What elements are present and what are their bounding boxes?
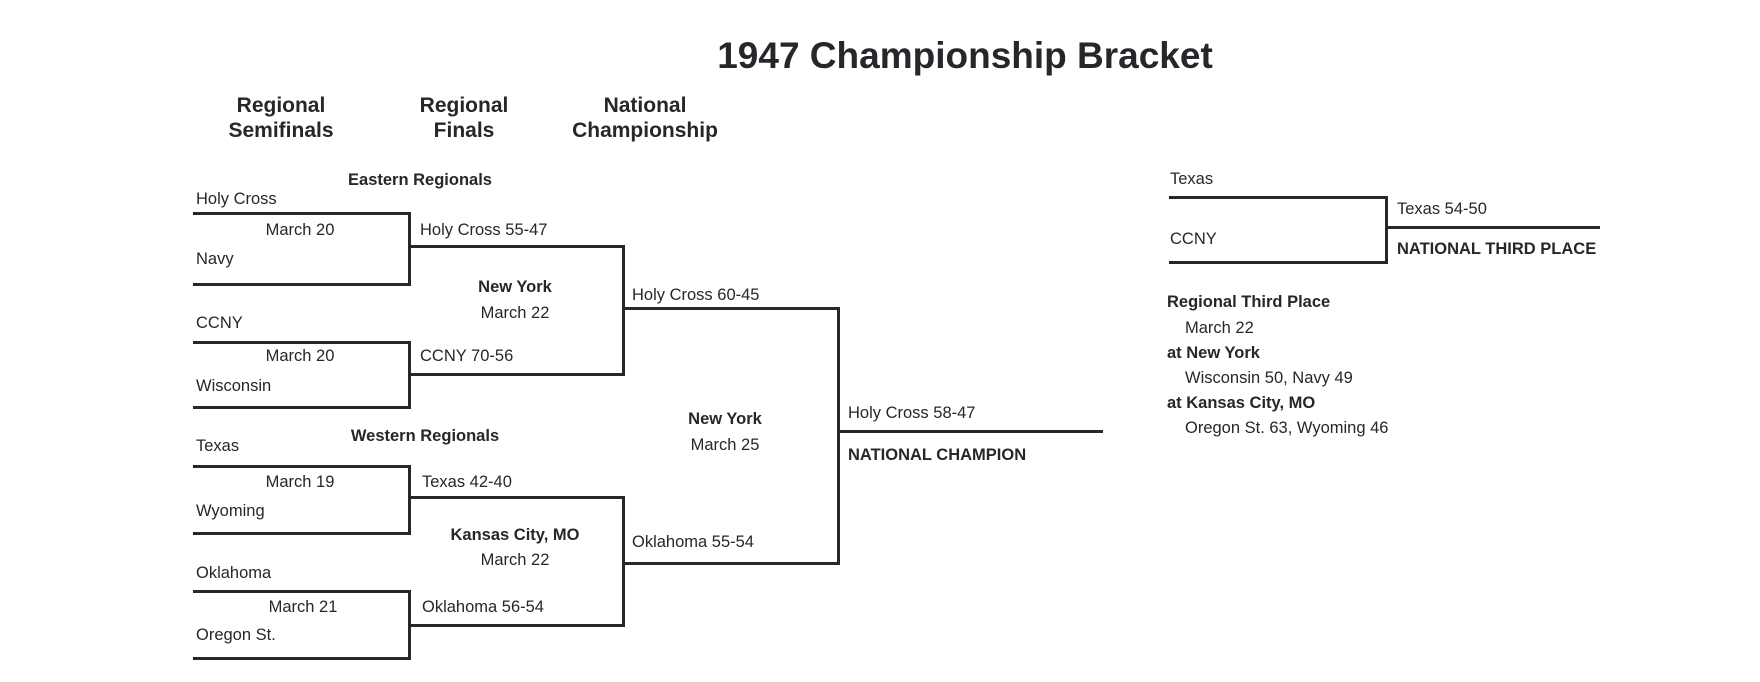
- column-header-regional-semifinals: Regional Semifinals: [228, 93, 333, 143]
- column-header-line: Regional: [236, 94, 326, 117]
- regional-third-place-result-east: Wisconsin 50, Navy 49: [1185, 369, 1353, 387]
- winner-score-west-final: Oklahoma 55-54: [632, 533, 754, 551]
- team-wyoming: Wyoming: [196, 502, 265, 520]
- game-date-east-final: March 22: [480, 304, 550, 322]
- team-oregon-st: Oregon St.: [196, 626, 276, 644]
- column-header-line: National: [603, 94, 687, 117]
- column-header-national-championship: National Championship: [572, 93, 718, 143]
- column-header-line: Finals: [433, 119, 495, 142]
- winner-score-east-sf2: CCNY 70-56: [420, 347, 514, 365]
- winner-score-east-final: Holy Cross 60-45: [632, 286, 760, 304]
- regional-third-place-site-west: at Kansas City, MO: [1167, 394, 1316, 412]
- bracket-box-championship: [622, 307, 840, 565]
- game-site-championship: New York: [688, 410, 762, 428]
- region-label-west: Western Regionals: [350, 427, 500, 445]
- regional-third-place-title: Regional Third Place: [1167, 293, 1331, 311]
- winner-score-west-sf2: Oklahoma 56-54: [422, 598, 544, 616]
- game-date-east-sf2: March 20: [265, 347, 335, 365]
- team-holy-cross: Holy Cross: [196, 190, 277, 208]
- game-site-west-final: Kansas City, MO: [450, 526, 580, 544]
- bracket-title: 1947 Championship Bracket: [717, 35, 1213, 76]
- national-champion-label: NATIONAL CHAMPION: [848, 446, 1027, 464]
- regional-third-place-result-west: Oregon St. 63, Wyoming 46: [1185, 419, 1389, 437]
- team-texas: Texas: [196, 437, 240, 455]
- column-header-line: Regional: [419, 94, 509, 117]
- bracket-box-west-final: [408, 496, 625, 627]
- regional-third-place-date: March 22: [1185, 319, 1254, 337]
- game-date-west-final: March 22: [480, 551, 550, 569]
- game-date-east-sf1: March 20: [265, 221, 335, 239]
- column-header-line: Championship: [572, 119, 718, 142]
- team-oklahoma: Oklahoma: [196, 564, 272, 582]
- team-texas-third-place: Texas: [1170, 170, 1214, 188]
- bracket-box-west-sf1: [193, 465, 411, 535]
- regional-third-place-site-east: at New York: [1167, 344, 1260, 362]
- bracket-box-third-place: [1169, 196, 1388, 264]
- bracket-box-east-final: [408, 245, 625, 376]
- column-header-line: Semifinals: [228, 119, 334, 142]
- team-navy: Navy: [196, 250, 234, 268]
- winner-score-west-sf1: Texas 42-40: [422, 473, 512, 491]
- winner-score-championship: Holy Cross 58-47: [848, 404, 976, 422]
- team-ccny-third-place: CCNY: [1170, 230, 1217, 248]
- game-date-west-sf2: March 21: [268, 598, 338, 616]
- region-label-east: Eastern Regionals: [348, 171, 492, 189]
- column-header-regional-finals: Regional Finals: [420, 93, 509, 143]
- game-site-east-final: New York: [478, 278, 552, 296]
- bracket-box-east-sf1: [193, 212, 411, 286]
- team-ccny: CCNY: [196, 314, 243, 332]
- game-date-west-sf1: March 19: [265, 473, 335, 491]
- winner-score-east-sf1: Holy Cross 55-47: [420, 221, 548, 239]
- game-date-championship: March 25: [690, 436, 760, 454]
- team-wisconsin: Wisconsin: [196, 377, 272, 395]
- bracket-line-champion: [837, 430, 1103, 433]
- national-third-place-label: NATIONAL THIRD PLACE: [1397, 240, 1597, 258]
- bracket-line-third-place: [1385, 226, 1600, 229]
- winner-score-third-place: Texas 54-50: [1397, 200, 1487, 218]
